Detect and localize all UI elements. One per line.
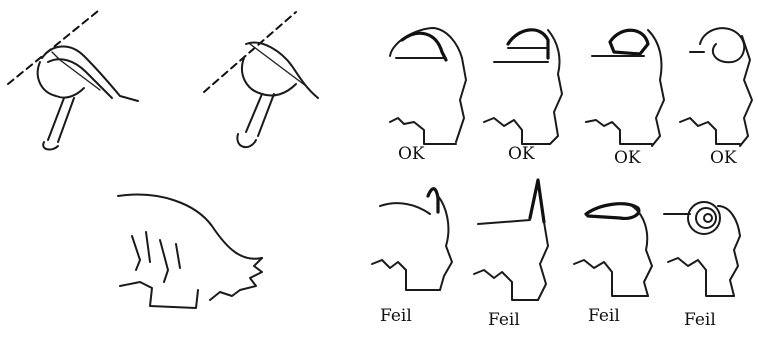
backline <box>478 220 530 224</box>
fail-label-3: Feil <box>588 306 620 326</box>
tail-spiral-inner <box>704 214 712 222</box>
hindquarter-fringe <box>632 206 652 296</box>
hip-left <box>38 62 84 98</box>
ok-label-3: OK <box>614 148 641 168</box>
belly-leg <box>680 118 740 144</box>
spine-dots-left <box>52 52 100 90</box>
pelvis-sketch-left <box>8 11 138 149</box>
tail-fringe <box>210 258 262 300</box>
pelvis-angle-line-right <box>204 12 296 92</box>
pelvis-sketch-right <box>204 12 318 147</box>
fail-tail-2 <box>474 180 548 300</box>
ok-label-4: OK <box>710 148 737 168</box>
hip-right <box>242 58 296 96</box>
hindquarter-fringe <box>548 30 562 144</box>
hindquarter-fringe <box>456 58 466 142</box>
fail-tail-1 <box>372 189 452 290</box>
leg-feathering <box>132 232 180 282</box>
tail-stub <box>428 189 438 212</box>
body-low-tail-sketch <box>118 195 262 308</box>
fail-tail-4 <box>664 202 740 296</box>
belly-leg <box>574 260 648 296</box>
belly-leg <box>474 270 538 300</box>
hindquarter-fringe <box>648 30 664 146</box>
ok-tail-3 <box>586 30 664 146</box>
belly-leg <box>390 118 456 144</box>
femur-right <box>246 94 274 136</box>
tail-curl <box>610 30 648 54</box>
belly-leg <box>586 120 652 144</box>
belly-leg <box>484 118 550 144</box>
fail-label-2: Feil <box>488 310 520 330</box>
hindquarter-fringe <box>718 206 740 296</box>
femur-left <box>48 98 74 142</box>
spine-dots-right <box>250 44 306 86</box>
fail-tail-3 <box>574 204 652 296</box>
fail-label-1: Feil <box>380 306 412 326</box>
tail-curl <box>700 28 744 62</box>
ok-label-1: OK <box>398 144 425 164</box>
femur-knee-left <box>43 142 58 149</box>
ok-tail-2 <box>484 30 562 144</box>
pelvis-outline-right <box>246 43 318 98</box>
back-and-tail-top <box>118 195 262 259</box>
pelvis-outline-left <box>42 46 138 101</box>
belly-leg <box>372 260 440 290</box>
tail-curl <box>402 33 446 60</box>
hindquarter-fringe <box>740 36 752 146</box>
fail-label-4: Feil <box>684 310 716 330</box>
backline <box>380 203 430 214</box>
rear-legs <box>120 282 198 308</box>
ok-label-2: OK <box>508 144 535 164</box>
hindquarter-fringe <box>538 222 548 300</box>
femur-knee-right <box>237 134 256 147</box>
tail-curl <box>508 30 548 58</box>
hindquarter-fringe <box>438 196 452 290</box>
tail-upright <box>530 180 544 222</box>
tail-flat <box>586 204 639 219</box>
ok-tail-1 <box>390 28 466 144</box>
belly-leg <box>668 258 734 296</box>
ok-tail-4 <box>680 28 752 146</box>
